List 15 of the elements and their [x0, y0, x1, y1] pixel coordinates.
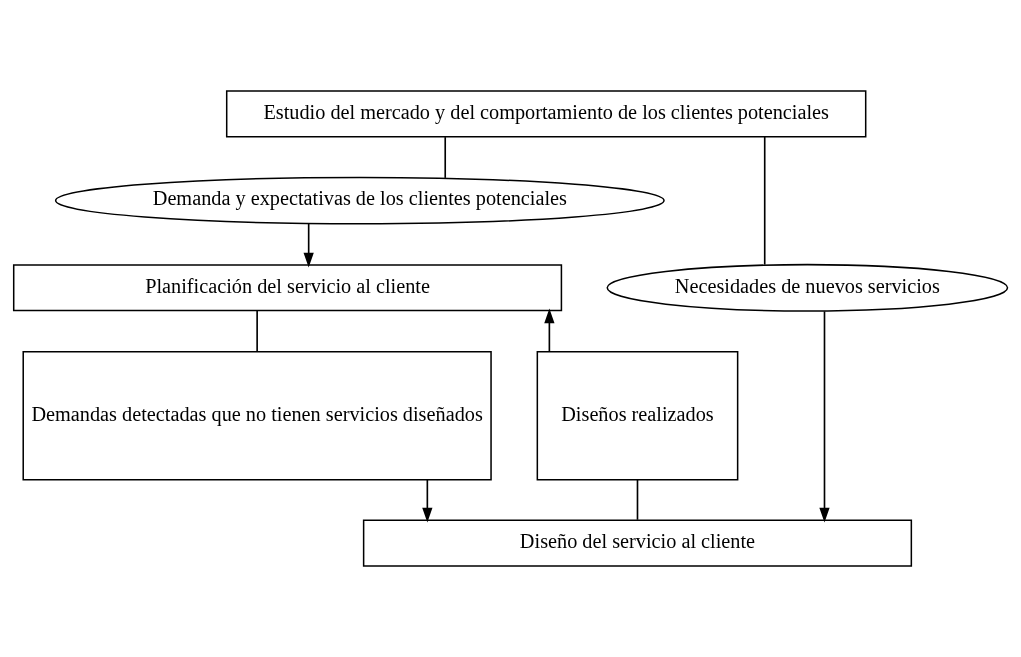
node-box: Diseños realizados [536, 350, 739, 481]
node-box: Diseño del servicio al cliente [362, 519, 913, 567]
connector [763, 136, 766, 266]
arrow [303, 223, 314, 268]
connector [636, 479, 639, 521]
connector [444, 136, 447, 179]
arrow [422, 478, 433, 523]
node-ellipse: Necesidades de nuevos servicios [606, 263, 1009, 312]
arrow [544, 308, 555, 353]
node-ellipse: Demanda y expectativas de los clientes potenciales [54, 176, 665, 225]
connector [256, 309, 258, 353]
node-box: Demandas detectadas que no tienen servicios diseñados [22, 350, 492, 481]
node-box: Planificación del servicio al cliente [12, 264, 563, 312]
arrow [819, 310, 830, 523]
node-box: Estudio del mercado y del comportamiento de los clientes potenciales [225, 90, 867, 138]
